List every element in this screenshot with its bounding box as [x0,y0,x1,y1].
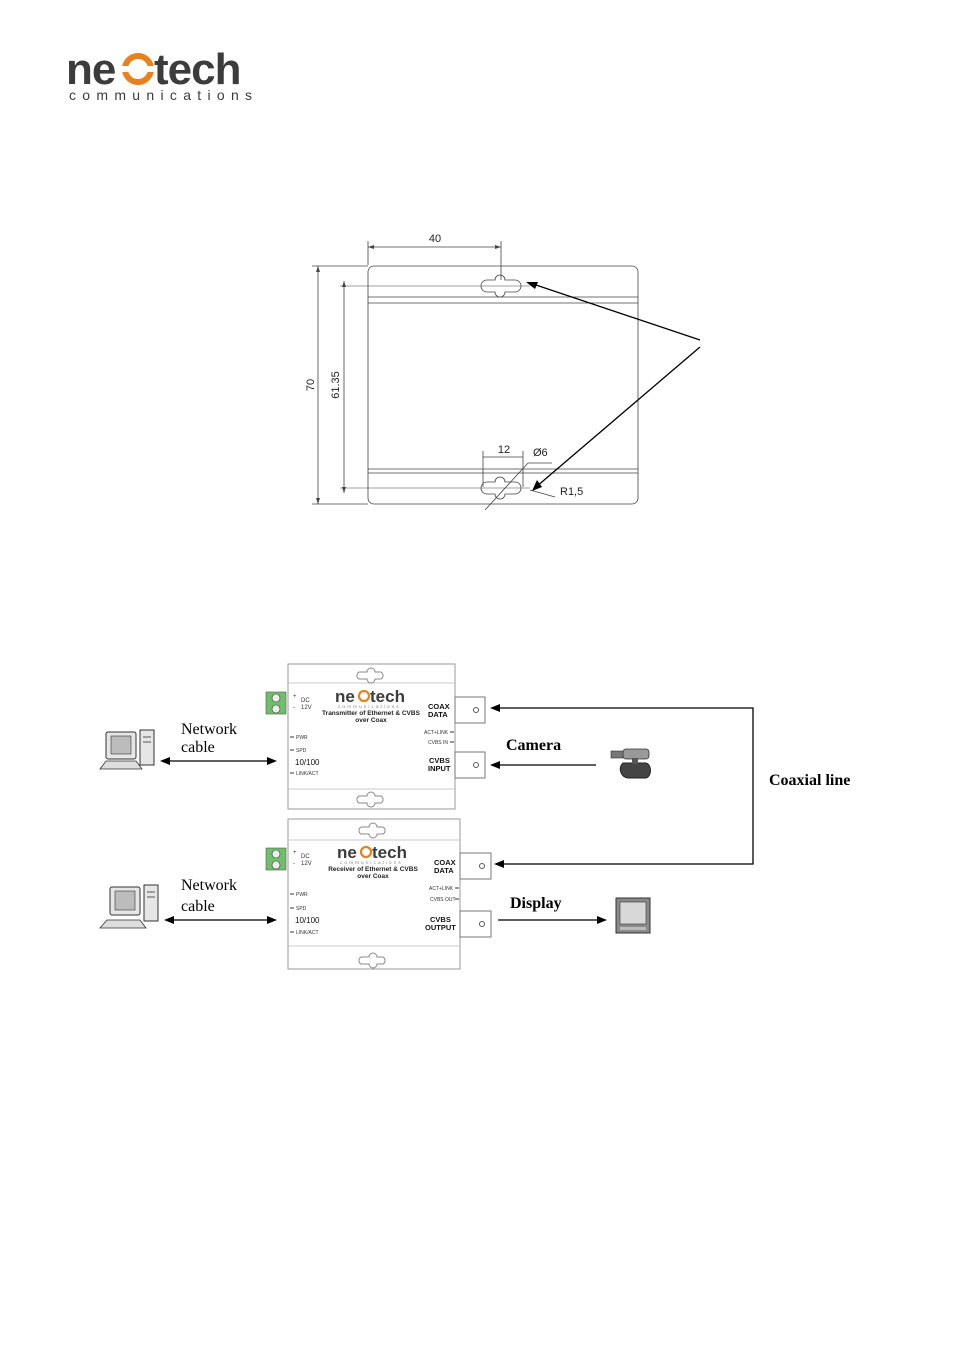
callout-arrows [529,282,701,488]
tx-neotech-logo: ne tech communications [335,687,405,710]
tx-speed-label: 10/100 [295,758,320,767]
rx-title-line1: Receiver of Ethernet & CVBS [328,866,418,873]
svg-text:ne: ne [337,843,357,862]
plate-outline [367,265,639,505]
dimension-drawing: 40 70 61.35 12 Ø6 R1,5 [305,233,701,511]
dim-label-width: 40 [429,233,441,245]
tx-title-line2: over Coax [355,717,387,724]
computer-icon [99,884,159,929]
network-cable-top-label-2: cable [181,739,215,756]
camera-label: Camera [506,737,561,754]
display-label: Display [510,895,562,912]
rx-spd-label: SPD [296,906,307,912]
rx-pwr-label: PWR [296,892,308,898]
neotech-logo: ne tech communications [66,45,258,103]
network-cable-top-label-1: Network [181,721,237,738]
logo-o-mark [122,53,154,85]
rx-cvbs-port-label-2: OUTPUT [425,923,456,932]
rx-speed-label: 10/100 [295,916,320,925]
bottom-keyhole-slot [480,476,522,500]
tx-cvbs-port-label-2: INPUT [428,764,451,773]
display-monitor-icon [615,897,651,934]
svg-text:tech: tech [370,687,405,706]
tx-plus-label: + [293,694,297,700]
tx-coax-label-1: COAX [428,702,450,711]
tx-coax-label-2: DATA [428,710,448,719]
coaxial-line-label: Coaxial line [769,772,850,789]
rx-title-line2: over Coax [357,873,389,880]
tx-pwr-label: PWR [296,735,308,741]
dim-label-hole: Ø6 [533,447,548,459]
rx-coax-data-port[interactable] [459,852,492,880]
svg-text:communications: communications [340,860,403,866]
logo-brand-suffix: tech [154,45,240,94]
tx-coax-data-port[interactable] [454,696,486,724]
computer-icon [99,729,155,770]
rx-cvbs-port-label-1: CVBS [430,915,451,924]
tx-volt-label: 12V [301,705,312,711]
dim-label-inner-height: 61.35 [330,371,342,399]
coaxial-line [498,707,754,865]
rx-power-terminal[interactable] [265,847,287,871]
dim-label-radius: R1,5 [560,486,583,498]
top-keyhole-slot [480,274,522,298]
rx-link-label: LINK/ACT [296,930,319,936]
rx-cvbs-output-port[interactable] [459,910,492,938]
tx-cvbs-led-label: CVBS IN [428,740,448,746]
receiver-unit: + DC - 12V ne tech communications Receiv… [265,818,492,970]
tx-dc-label: DC [301,698,310,704]
rx-cvbs-led-label: CVBS OUT [430,897,456,903]
rx-dc-label: DC [301,854,310,860]
logo-brand-prefix: ne [66,45,115,94]
svg-text:communications: communications [338,704,401,710]
network-cable-bottom-label-1: Network [181,877,237,894]
rx-neotech-logo: ne tech communications [337,843,407,866]
tx-power-terminal[interactable] [265,691,287,715]
transmitter-unit: + DC - 12V ne tech communications Transm… [265,663,486,810]
tx-link-label: LINK/ACT [296,771,319,777]
rx-coax-label-1: COAX [434,858,456,867]
dim-label-slot: 12 [498,444,510,456]
dim-label-height: 70 [305,379,317,391]
network-cable-bottom-label-2: cable [181,898,215,915]
logo-tagline: communications [69,87,258,103]
tx-cvbs-input-port[interactable] [454,751,486,779]
rx-act-link-label: ACT+LINK [429,886,454,892]
connection-diagram: + DC - 12V ne tech communications Transm… [99,663,850,970]
rx-volt-label: 12V [301,861,312,867]
tx-minus-label: - [293,705,295,711]
rx-minus-label: - [293,861,295,867]
svg-text:ne: ne [335,687,355,706]
tx-act-link-label: ACT+LINK [424,730,449,736]
tx-title-line1: Transmitter of Ethernet & CVBS [322,710,421,717]
camera-icon [610,748,651,779]
rx-coax-label-2: DATA [434,866,454,875]
tx-spd-label: SPD [296,748,307,754]
svg-text:tech: tech [372,843,407,862]
tx-cvbs-port-label-1: CVBS [429,756,450,765]
rx-plus-label: + [293,850,297,856]
